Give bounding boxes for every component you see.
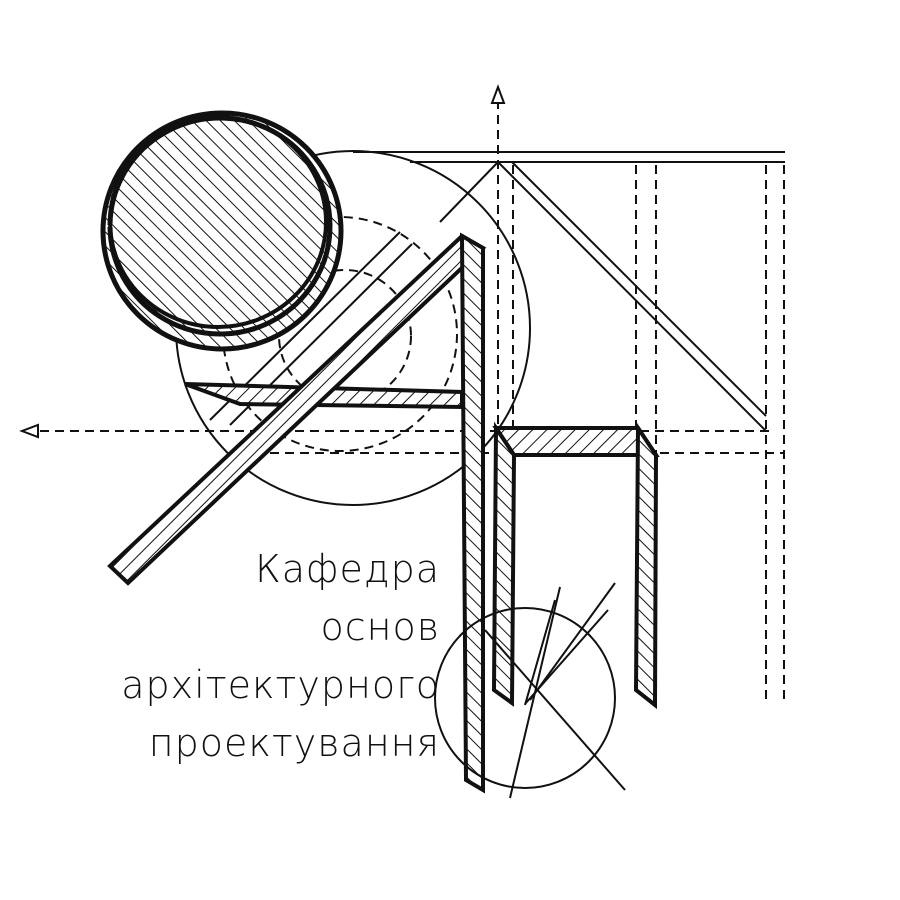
dashed-circle-inner	[278, 269, 412, 403]
caption-line-3: архітектурного	[121, 663, 440, 707]
caption-line-1: Кафедра	[255, 547, 440, 591]
letter-p-top-bar	[492, 426, 660, 457]
ray-3	[529, 582, 616, 701]
horizontal-axis-arrow	[19, 423, 39, 439]
caption-line-2: основ	[320, 605, 440, 649]
roof-diagonal-left	[439, 161, 499, 223]
ray-5	[524, 599, 556, 706]
letter-a-right-leg	[459, 232, 485, 794]
ring-inner-fill	[108, 115, 328, 329]
letter-p-right-leg	[633, 421, 659, 710]
small-construction-circle	[434, 607, 616, 789]
roof-diagonal-right-1	[497, 161, 767, 432]
caption-line-4: проектування	[148, 721, 440, 765]
ring-back	[100, 110, 344, 352]
letter-p-left-leg	[491, 421, 517, 707]
ray-4	[484, 629, 626, 791]
department-caption: Кафедра основ архітектурного проектуванн…	[121, 540, 440, 772]
vertical-axis-arrow	[490, 84, 506, 104]
roof-diagonal-right-2	[511, 161, 767, 417]
